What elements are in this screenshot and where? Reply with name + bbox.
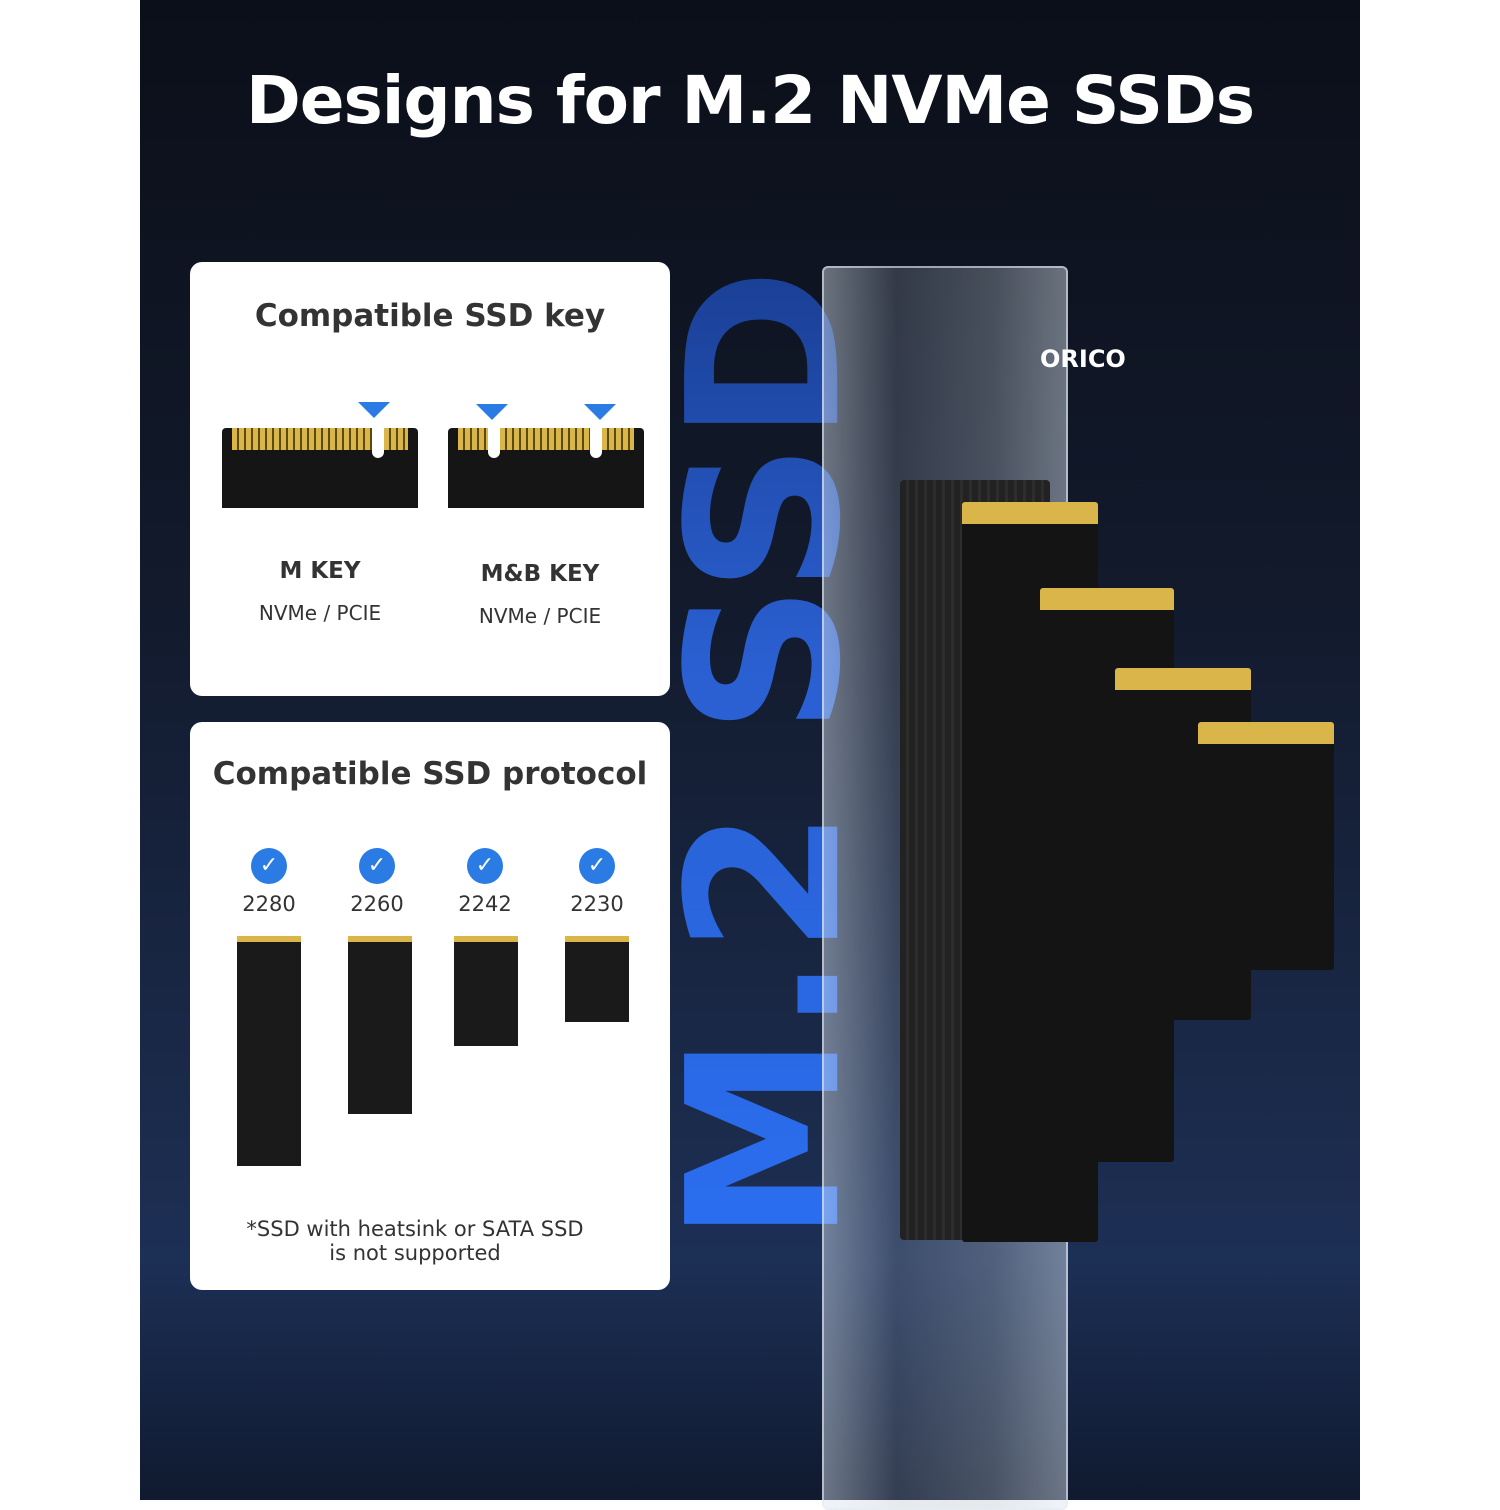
ssd-2260-image: [348, 936, 412, 1114]
check-circle-icon: ✓: [359, 848, 395, 884]
m-key-connector-image: [222, 428, 418, 508]
notch-arrow-icon: [584, 404, 616, 420]
ssd-2230-product: [1198, 722, 1334, 970]
check-circle-icon: ✓: [467, 848, 503, 884]
mb-key-protocol: NVMe / PCIE: [478, 604, 602, 628]
size-2260: ✓2260: [332, 848, 422, 916]
ssd-2230-image: [565, 936, 629, 1022]
size-2242: ✓2242: [440, 848, 530, 916]
ssd-2280-image: [237, 936, 301, 1166]
size-2230: ✓2230: [552, 848, 642, 916]
mb-key-label: M&B KEY: [480, 561, 600, 587]
protocol-card-title: Compatible SSD protocol: [212, 756, 648, 792]
notch-arrow-icon: [358, 402, 390, 418]
ssd-2242-image: [454, 936, 518, 1046]
check-circle-icon: ✓: [251, 848, 287, 884]
m-key-protocol: NVMe / PCIE: [258, 601, 382, 625]
key-card-title: Compatible SSD key: [254, 298, 606, 334]
mb-key-connector-image: [448, 428, 644, 508]
brand-logo: ORICO: [1040, 345, 1126, 373]
page-title: Designs for M.2 NVMe SSDs: [245, 62, 1255, 139]
notch-arrow-icon: [476, 404, 508, 420]
check-circle-icon: ✓: [579, 848, 615, 884]
size-2280: ✓2280: [224, 848, 314, 916]
m-key-label: M KEY: [279, 558, 361, 584]
